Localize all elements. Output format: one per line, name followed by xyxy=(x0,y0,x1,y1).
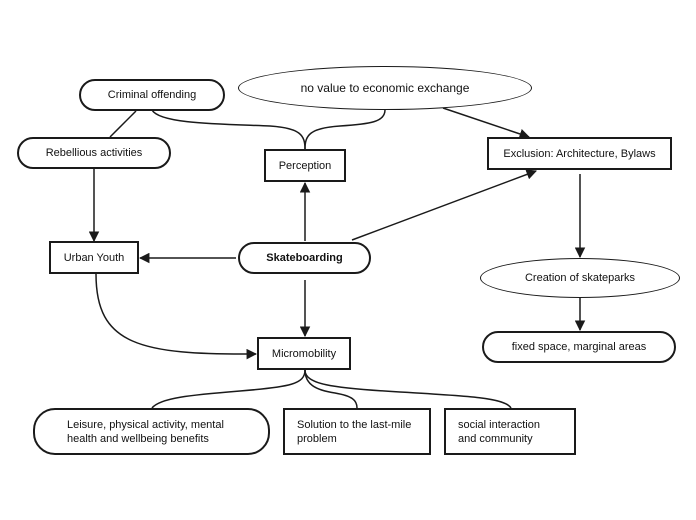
node-perception: Perception xyxy=(264,149,346,182)
node-urban-youth: Urban Youth xyxy=(49,241,139,274)
edge-economic-to-exclusion xyxy=(442,107,530,139)
node-fixed-space-label: fixed space, marginal areas xyxy=(511,341,647,353)
node-criminal-offending-label: Criminal offending xyxy=(107,89,197,101)
node-urban-youth-label: Urban Youth xyxy=(63,251,125,264)
node-creation-of-skateparks-label: Creation of skateparks xyxy=(524,272,636,284)
node-leisure-benefits: Leisure, physical activity, mental healt… xyxy=(33,408,270,455)
node-criminal-offending: Criminal offending xyxy=(79,79,225,111)
node-social-interaction: social interaction and community xyxy=(444,408,576,455)
node-economic-exchange: no value to economic exchange xyxy=(238,66,532,110)
node-skateboarding: Skateboarding xyxy=(238,242,371,274)
node-rebellious-activities: Rebellious activities xyxy=(17,137,171,169)
node-exclusion-label: Exclusion: Architecture, Bylaws xyxy=(503,147,656,160)
node-fixed-space: fixed space, marginal areas xyxy=(482,331,676,363)
node-rebellious-activities-label: Rebellious activities xyxy=(45,147,143,159)
node-last-mile: Solution to the last-mile problem xyxy=(283,408,431,455)
node-leisure-benefits-label: Leisure, physical activity, mental healt… xyxy=(67,418,224,445)
edge-micromobility-to-social xyxy=(304,369,512,409)
edge-perception-to-criminal-offending xyxy=(151,109,306,150)
node-last-mile-label: Solution to the last-mile problem xyxy=(297,418,412,445)
node-social-interaction-label: social interaction and community xyxy=(458,418,540,445)
node-micromobility: Micromobility xyxy=(257,337,351,370)
node-skateboarding-label: Skateboarding xyxy=(266,252,343,264)
node-economic-exchange-label: no value to economic exchange xyxy=(300,81,470,95)
edge-micromobility-to-leisure xyxy=(151,369,306,409)
node-micromobility-label: Micromobility xyxy=(271,347,337,360)
edge-micromobility-to-last-mile xyxy=(304,369,358,409)
node-exclusion: Exclusion: Architecture, Bylaws xyxy=(487,137,672,170)
edge-criminal-to-rebellious xyxy=(109,110,137,138)
node-perception-label: Perception xyxy=(278,159,332,172)
node-creation-of-skateparks: Creation of skateparks xyxy=(480,258,680,298)
edge-skateboarding-to-exclusion xyxy=(351,169,537,241)
edge-urban-youth-to-micromobility xyxy=(95,273,258,360)
edge-perception-to-economic-exchange xyxy=(304,109,386,150)
